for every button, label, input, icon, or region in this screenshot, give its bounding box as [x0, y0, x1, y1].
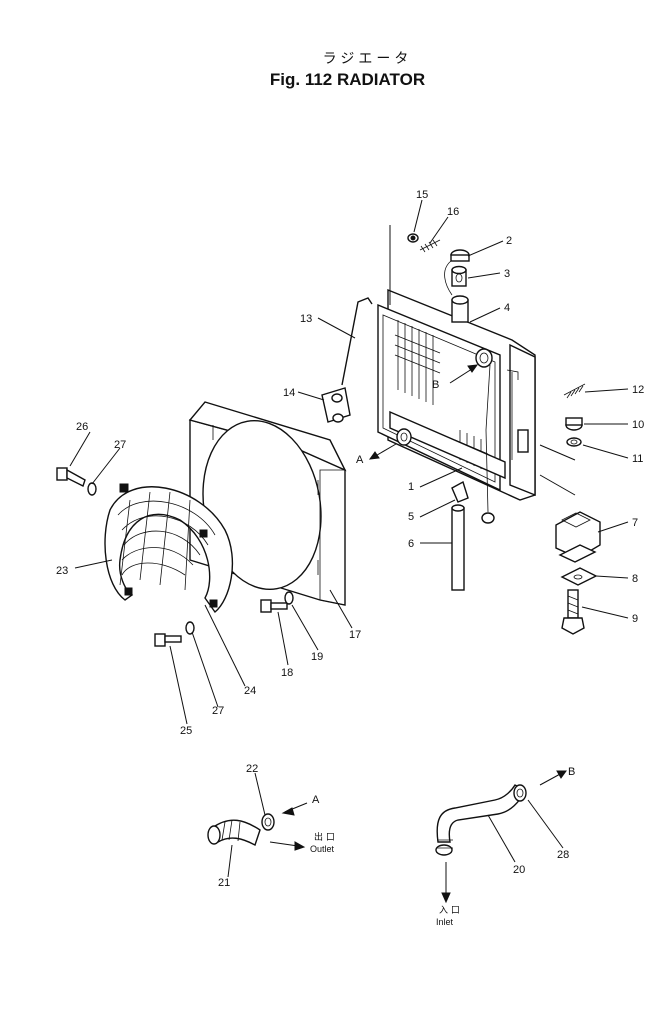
callout-28: 28: [557, 849, 569, 861]
callout-2: 2: [506, 235, 512, 247]
callout-15: 15: [416, 189, 428, 201]
filler-neck-assembly: [444, 249, 470, 323]
callout-25: 25: [180, 725, 192, 737]
callout-20: 20: [513, 864, 525, 876]
callout-19: 19: [311, 651, 323, 663]
arrow-label-a-upper: A: [356, 454, 364, 466]
callout-21: 21: [218, 877, 230, 889]
callout-1: 1: [408, 481, 414, 493]
callout-11: 11: [632, 453, 643, 465]
callout-6: 6: [408, 538, 414, 550]
inlet-label-jp: 入 口: [439, 905, 460, 916]
callout-numbers: 1 2 3 4 5 6 7 8 9 10 11 12 13 14 15 16 1…: [56, 189, 644, 889]
callout-4: 4: [504, 302, 510, 314]
callout-27b: 27: [212, 705, 224, 717]
callout-7: 7: [632, 517, 638, 529]
leader-lines: [69, 199, 629, 878]
callout-18: 18: [281, 667, 293, 679]
fan-guard-23: [104, 483, 233, 614]
inlet-label: Inlet: [436, 917, 454, 927]
callout-12: 12: [632, 384, 644, 396]
bolt-26: [56, 467, 97, 496]
callout-23: 23: [56, 565, 68, 577]
callout-22: 22: [246, 763, 258, 775]
callout-9: 9: [632, 613, 638, 625]
callout-5: 5: [408, 511, 414, 523]
radiator-core: [377, 225, 536, 501]
callout-3: 3: [504, 268, 510, 280]
bracket-14: [321, 387, 351, 423]
arrow-label-b-upper: B: [432, 379, 439, 391]
callout-17: 17: [349, 629, 361, 641]
diagram-title-japanese: ラジエータ: [322, 51, 413, 67]
bolt-18: [260, 591, 294, 613]
arrow-label-b-lower: B: [568, 766, 575, 778]
drain-hose: [451, 364, 495, 591]
outlet-label-jp: 出 口: [314, 831, 335, 843]
callout-14: 14: [283, 387, 295, 399]
stay-rod-13: [341, 297, 373, 386]
flow-port-labels: 出 口 Outlet 入 口 Inlet: [310, 831, 460, 927]
callout-13: 13: [300, 313, 312, 325]
fan-shroud-17: [188, 401, 347, 606]
callout-8: 8: [632, 573, 638, 585]
mounting-parts-right: [555, 383, 601, 635]
inlet-hose-20: [435, 784, 527, 856]
spring-16: [419, 239, 441, 253]
outlet-label: Outlet: [310, 844, 335, 854]
arrow-label-a-lower: A: [312, 794, 320, 806]
callout-27a: 27: [114, 439, 126, 451]
outlet-hose-21: [207, 813, 275, 847]
callout-24: 24: [244, 685, 256, 697]
diagram-title: Fig. 112 RADIATOR: [269, 70, 426, 89]
arrow-labels: B A A B: [312, 379, 575, 806]
callout-16: 16: [447, 206, 459, 218]
bolt-25: [154, 621, 195, 647]
callout-10: 10: [632, 419, 644, 431]
flow-arrows: [269, 364, 567, 904]
callout-26: 26: [76, 421, 88, 433]
